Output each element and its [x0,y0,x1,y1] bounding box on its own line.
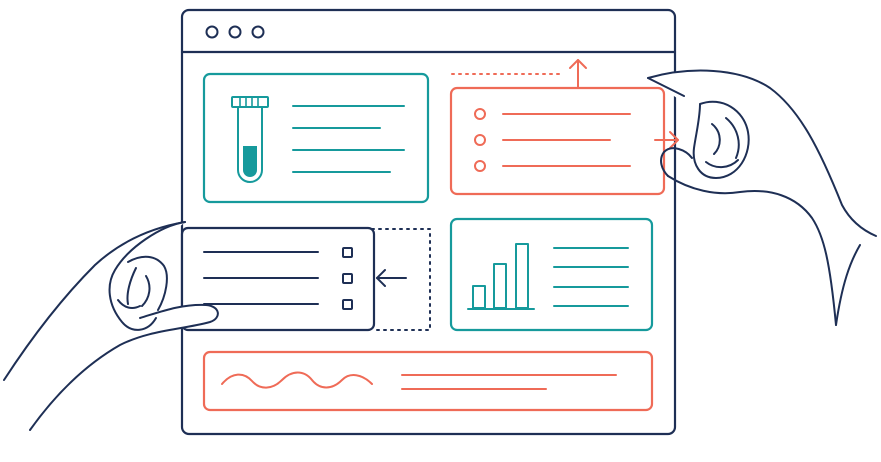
checkbox-icon [342,299,353,310]
bar-chart-icon [467,243,535,310]
window-control-icon [251,25,265,39]
bar-chart-card [449,217,654,332]
window-control-icon [228,25,242,39]
footer-wave-card [202,350,654,412]
test-tube-card [202,72,430,204]
wave-icon [221,371,373,389]
text-placeholder-lines [292,105,405,173]
arrow-up-icon [569,59,587,89]
test-tube-icon [231,96,269,183]
checkbox-icon [342,273,353,284]
radio-bullet-icon [474,134,486,146]
window-control-icon [205,25,219,39]
text-placeholder-lines [401,374,617,390]
drop-zone-outline [371,228,431,331]
arrow-left-icon [376,269,407,287]
checklist-card-dragged-left[interactable] [180,226,431,332]
radio-bullet-icon [474,108,486,120]
radio-bullet-icon [474,160,486,172]
left-hand-icon [3,221,219,431]
list-card-dragged-right[interactable] [449,59,679,196]
checkbox-icon [342,247,353,258]
text-placeholder-lines [553,247,629,307]
arrow-right-icon [654,131,679,149]
right-hand-icon [647,69,877,326]
